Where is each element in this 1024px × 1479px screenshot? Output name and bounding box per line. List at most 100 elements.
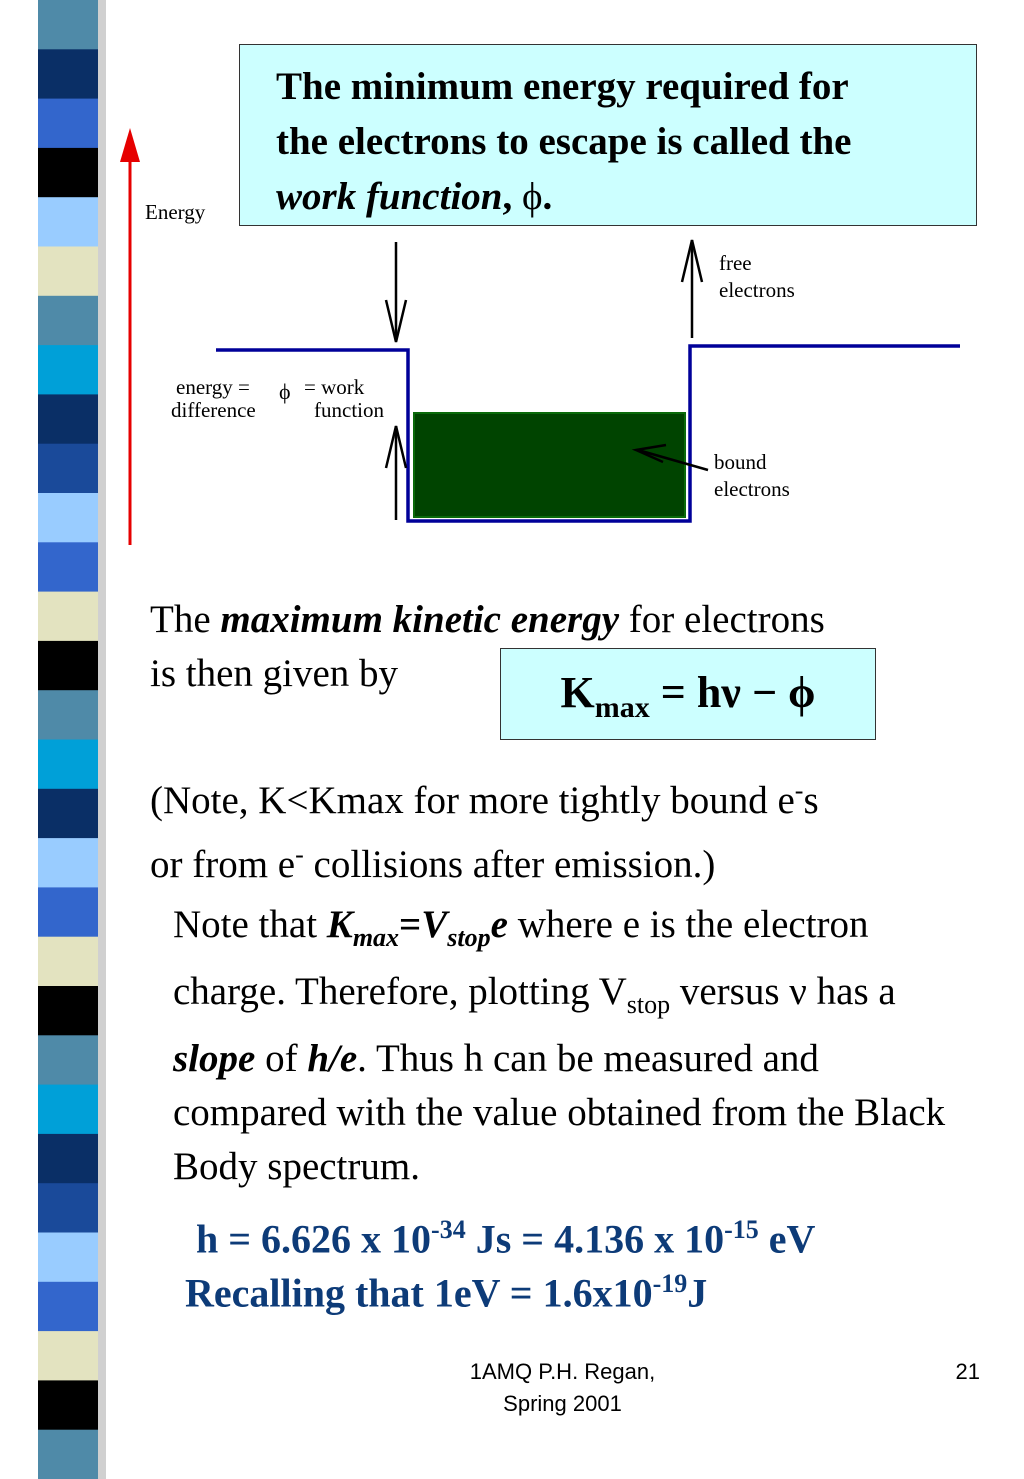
stripe-shadow (98, 788, 106, 839)
work-function-definition-box: The minimum energy required for the elec… (239, 44, 977, 226)
para1-rest: for electrons (628, 598, 825, 641)
work-function-arrowhead-down (384, 299, 408, 343)
work-function-label-2: function (314, 398, 384, 422)
phi-label: ϕ (279, 379, 291, 404)
note1-sup1: - (794, 776, 804, 805)
formula-k: K (560, 668, 595, 717)
stripe-segment (38, 887, 98, 938)
para1-line-2: is then given by (150, 652, 399, 695)
note2-eq: = (399, 903, 422, 946)
stripe-shadow (98, 1232, 106, 1283)
note2-slope: slope (173, 1036, 256, 1080)
stripe-segment (38, 295, 98, 346)
stripe-segment (38, 1380, 98, 1431)
stripe-segment (38, 1133, 98, 1184)
free-electrons-arrowhead (680, 239, 704, 283)
stripe-shadow (98, 197, 106, 248)
kmax-formula-box: Kmax = hν − ϕ (500, 648, 876, 740)
bound-electrons-label-2: electrons (714, 477, 790, 501)
stripe-shadow (98, 493, 106, 543)
energy-difference-label-2: difference (171, 398, 256, 422)
note2-f: . Thus h can be measured and compared wi… (173, 1036, 946, 1188)
note2-ksub: max (352, 922, 400, 952)
work-function-term: work function (276, 175, 503, 218)
bound-electrons-pointer-head (631, 443, 667, 464)
bound-electrons-pointer (637, 448, 709, 472)
potential-well-outline (216, 344, 960, 523)
stripe-shadow (98, 739, 106, 790)
stripe-segment (38, 1232, 98, 1283)
free-electrons-label-1: free (719, 251, 752, 275)
stripe-segment (38, 394, 98, 445)
const-r1: Recalling that 1eV = 1.6x10 (185, 1270, 653, 1316)
max-kinetic-energy-term: maximum kinetic energy (220, 598, 620, 641)
const-h3: eV (758, 1216, 816, 1262)
formula-rest: = hν − ϕ (649, 668, 816, 717)
stripe-shadow (98, 1429, 106, 1479)
stripe-segment (38, 936, 98, 987)
stripe-segment (38, 838, 98, 888)
footer-line-2: Spring 2001 (503, 1391, 622, 1416)
note1-b: s (803, 779, 819, 822)
note2-c: versus ν has a (670, 969, 896, 1013)
stripe-shadow (98, 986, 106, 1036)
comma: , (502, 175, 513, 218)
formula-max-sub: max (594, 691, 650, 724)
footer-line-1: 1AMQ P.H. Regan, (469, 1359, 656, 1384)
stripe-shadow (98, 887, 106, 938)
stripe-segment (38, 443, 98, 494)
note2-k: K (326, 903, 353, 946)
note1-d: collisions after emission.) (303, 843, 716, 886)
note2-v: V (421, 903, 448, 946)
stripe-segment (38, 690, 98, 741)
stripe-shadow (98, 0, 106, 50)
period: . (542, 175, 553, 218)
stripe-shadow (98, 295, 106, 346)
const-h1: h = 6.626 x 10 (196, 1216, 432, 1262)
stripe-segment (38, 739, 98, 790)
stripe-segment (38, 1183, 98, 1234)
stripe-segment (38, 591, 98, 642)
kinetic-energy-paragraph: The maximum kinetic energy for electrons… (150, 593, 950, 701)
stripe-shadow (98, 1084, 106, 1135)
note2-d: of (255, 1036, 308, 1080)
stripe-shadow (98, 1183, 106, 1234)
note-bound-electrons: (Note, K<Kmax for more tightly bound e-s… (150, 764, 970, 892)
stripe-shadow (98, 1133, 106, 1184)
note2-a: Note that (173, 903, 327, 946)
note2-stop-sub: stop (626, 989, 671, 1019)
stripe-segment (38, 493, 98, 543)
stripe-segment (38, 542, 98, 593)
work-function-diagram: Energy free electrons bound electrons en… (120, 128, 960, 545)
stripe-segment (38, 98, 98, 149)
stripe-shadow (98, 49, 106, 100)
note2-e: e (490, 903, 508, 946)
const-exp2: -15 (724, 1215, 759, 1244)
stripe-segment (38, 788, 98, 839)
definition-line-2: the electrons to escape is called the (276, 120, 852, 163)
stripe-segment (38, 1084, 98, 1135)
stripe-segment (38, 345, 98, 395)
const-exp3: -19 (652, 1269, 688, 1298)
stripe-shadow (98, 394, 106, 445)
footer-author: 1AMQ P.H. Regan, Spring 2001 (400, 1356, 725, 1420)
stripe-shadow (98, 1380, 106, 1431)
definition-line-1: The minimum energy required for (276, 65, 849, 108)
stripe-shadow (98, 1331, 106, 1381)
free-electrons-label-2: electrons (719, 278, 795, 302)
stripe-shadow (98, 591, 106, 642)
bound-electrons-label-1: bound (714, 450, 767, 474)
stripe-segment (38, 1429, 98, 1479)
stripe-segment (38, 640, 98, 691)
decorative-left-stripe (38, 0, 106, 1479)
stripe-shadow (98, 246, 106, 297)
stripe-shadow (98, 936, 106, 987)
stripe-segment (38, 1035, 98, 1086)
para1-the: The (150, 598, 211, 641)
stripe-shadow (98, 443, 106, 494)
phi-symbol: ϕ (521, 175, 543, 218)
stripe-shadow (98, 640, 106, 691)
planck-constant-line: h = 6.626 x 10-34 Js = 4.136 x 10-15 eV (196, 1203, 815, 1266)
note-planck-measurement: Note that Kmax=Vstope where e is the ele… (173, 898, 963, 1194)
note1-c: or from e (150, 843, 296, 886)
